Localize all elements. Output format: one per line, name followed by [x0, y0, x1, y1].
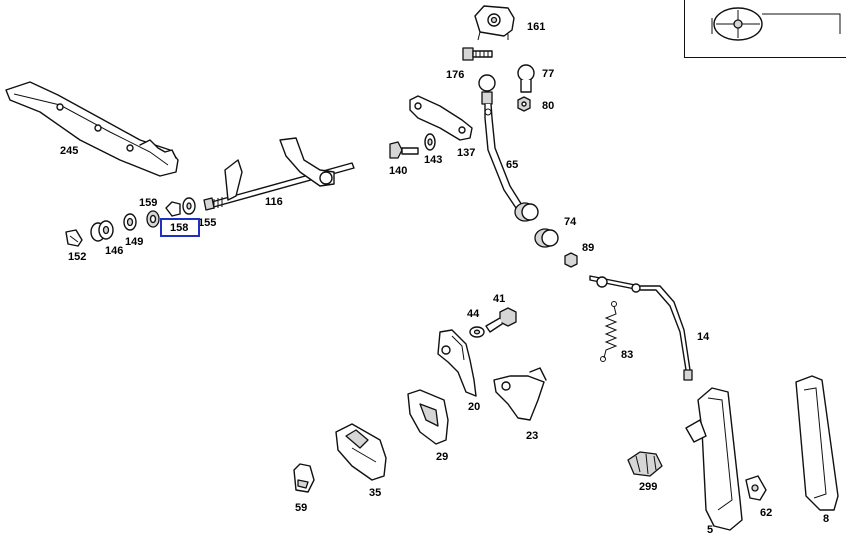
part-155-washer — [182, 197, 196, 215]
part-41-bolt — [485, 307, 517, 333]
part-176-bolt — [462, 47, 493, 61]
part-161-bracket — [474, 5, 515, 41]
part-89-nut — [564, 252, 578, 268]
part-158-clip — [165, 201, 181, 217]
callout-5[interactable]: 5 — [707, 524, 714, 536]
callout-245[interactable]: 245 — [60, 145, 79, 157]
callout-14[interactable]: 14 — [697, 331, 710, 343]
callout-299[interactable]: 299 — [639, 481, 658, 493]
part-74-bushing — [514, 202, 559, 248]
callout-137[interactable]: 137 — [457, 147, 476, 159]
part-65-link-rod — [478, 74, 526, 215]
callout-80[interactable]: 80 — [542, 100, 555, 112]
part-146-bushing — [90, 220, 114, 242]
part-62-clip — [745, 475, 767, 501]
part-23-lever-bracket — [493, 367, 547, 421]
part-143-washer — [424, 133, 436, 151]
callout-140[interactable]: 140 — [389, 165, 408, 177]
part-35-housing — [335, 423, 387, 481]
part-299-bushing — [627, 451, 663, 477]
part-29-gasket — [407, 389, 449, 445]
callout-143[interactable]: 143 — [424, 154, 443, 166]
part-152-clip — [65, 229, 83, 247]
callout-161[interactable]: 161 — [527, 21, 546, 33]
callout-158[interactable]: 158 — [170, 222, 189, 234]
callout-155[interactable]: 155 — [198, 217, 217, 229]
part-149-washer — [123, 213, 137, 231]
part-77-ball-socket — [517, 64, 535, 93]
inset-frame — [684, 0, 846, 58]
selected-callout-highlight — [160, 218, 200, 237]
callout-89[interactable]: 89 — [582, 242, 595, 254]
part-5-pedal — [685, 387, 743, 531]
callout-149[interactable]: 149 — [125, 236, 144, 248]
part-20-lever-bracket — [437, 329, 477, 397]
part-80-nut — [517, 96, 531, 112]
part-59-clip — [293, 463, 315, 493]
callout-44[interactable]: 44 — [467, 308, 480, 320]
inset-steering-wheel-drawing — [711, 7, 841, 41]
callout-176[interactable]: 176 — [446, 69, 465, 81]
part-245-bracket — [5, 81, 179, 177]
part-83-spring — [600, 301, 618, 362]
callout-74[interactable]: 74 — [564, 216, 577, 228]
callout-146[interactable]: 146 — [105, 245, 124, 257]
callout-116[interactable]: 116 — [265, 196, 283, 208]
callout-62[interactable]: 62 — [760, 507, 773, 519]
callout-152[interactable]: 152 — [68, 251, 87, 263]
callout-35[interactable]: 35 — [369, 487, 382, 499]
part-44-washer — [469, 326, 485, 338]
callout-8[interactable]: 8 — [823, 513, 830, 525]
callout-29[interactable]: 29 — [436, 451, 449, 463]
part-159-bushing — [146, 210, 160, 228]
callout-159[interactable]: 159 — [139, 197, 158, 209]
callout-83[interactable]: 83 — [621, 349, 634, 361]
part-14-throttle-rod — [589, 275, 693, 381]
callout-77[interactable]: 77 — [542, 68, 555, 80]
callout-65[interactable]: 65 — [506, 159, 519, 171]
callout-20[interactable]: 20 — [468, 401, 481, 413]
part-137-lever — [409, 95, 473, 141]
callout-41[interactable]: 41 — [493, 293, 506, 305]
part-116-shaft — [203, 137, 355, 211]
callout-59[interactable]: 59 — [295, 502, 308, 514]
part-8-pedal-pad — [795, 375, 839, 511]
part-140-bolt — [389, 141, 419, 159]
callout-23[interactable]: 23 — [526, 430, 539, 442]
